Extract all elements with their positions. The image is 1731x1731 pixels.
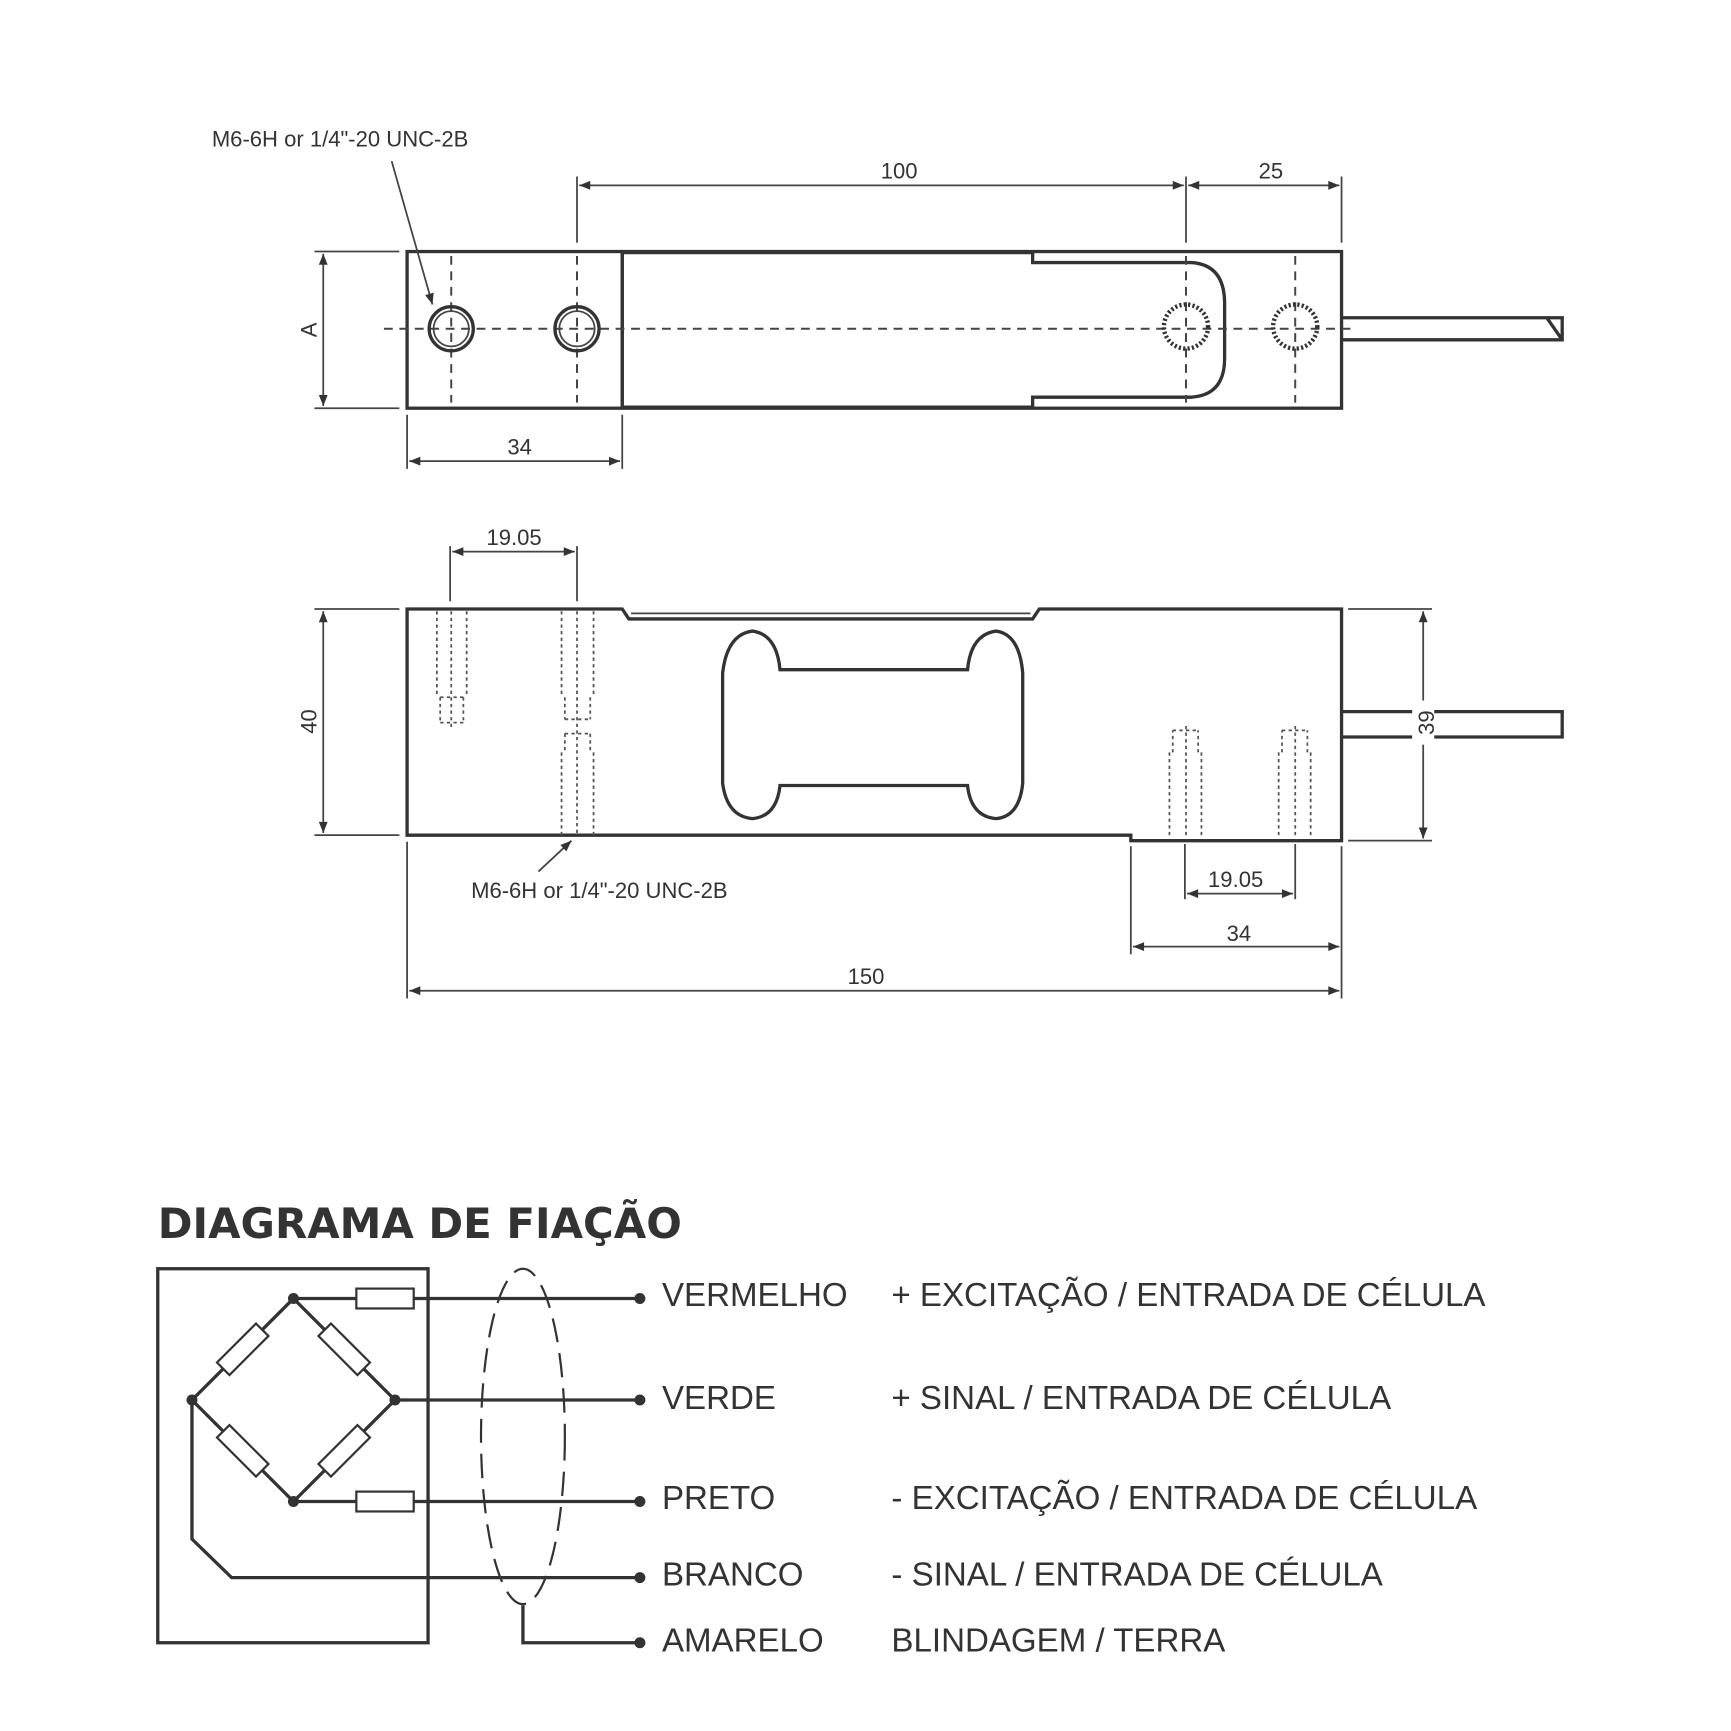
front-body-outline <box>405 607 1344 843</box>
wire-row-white: BRANCO - SINAL / ENTRADA DE CÉLULA <box>662 1556 1383 1593</box>
wire-row-black: PRETO - EXCITAÇÃO / ENTRADA DE CÉLULA <box>662 1479 1477 1517</box>
dim-25: 25 <box>1259 159 1284 184</box>
cable-top <box>1341 316 1564 342</box>
wire-function: - EXCITAÇÃO / ENTRADA DE CÉLULA <box>891 1479 1477 1517</box>
resistor-icon <box>355 1490 415 1513</box>
wire-row-green: VERDE + SINAL / ENTRADA DE CÉLULA <box>662 1380 1391 1417</box>
wire-color: AMARELO <box>662 1623 824 1660</box>
wire-row-red: VERMELHO + EXCITAÇÃO / ENTRADA DE CÉLULA <box>662 1276 1486 1314</box>
wire-color: BRANCO <box>662 1556 804 1593</box>
wire-function: BLINDAGEM / TERRA <box>891 1623 1225 1660</box>
threaded-holes-front <box>436 611 1312 836</box>
front-view: 19.05 40 39 19.05 34 150 M6-6H or 1/4"-2… <box>297 525 1564 999</box>
dim-A: A <box>297 322 322 337</box>
dim-39: 39 <box>1414 710 1439 735</box>
wire-function: + SINAL / ENTRADA DE CÉLULA <box>891 1380 1391 1417</box>
dim-19-05-top: 19.05 <box>487 525 542 550</box>
wiring-title: DIAGRAMA DE FIAÇÃO <box>158 1198 682 1248</box>
resistor-icon <box>215 1321 271 1377</box>
wire-function: - SINAL / ENTRADA DE CÉLULA <box>891 1556 1382 1593</box>
load-cell-box <box>156 1267 430 1645</box>
threaded-hole-2 <box>1270 302 1320 351</box>
dim-100: 100 <box>881 159 918 184</box>
dim-40: 40 <box>297 709 322 734</box>
dim-19-05-bottom: 19.05 <box>1208 867 1263 892</box>
dim-34-bottom: 34 <box>1227 921 1252 946</box>
wire-function: + EXCITAÇÃO / ENTRADA DE CÉLULA <box>891 1276 1485 1314</box>
top-body-outline <box>405 249 1344 410</box>
wire-color: PRETO <box>662 1480 775 1517</box>
mount-hole-2 <box>553 305 601 353</box>
wheatstone-bridge <box>186 1293 401 1508</box>
mount-hole-1 <box>427 305 475 353</box>
flexure-cutout <box>720 629 1025 821</box>
gauge-area <box>620 250 1227 409</box>
cable-front <box>1341 709 1564 739</box>
wiring-diagram: DIAGRAMA DE FIAÇÃO <box>156 1198 1486 1660</box>
resistor-icon <box>215 1423 271 1479</box>
resistor-icon <box>316 1321 372 1377</box>
top-view: 100 25 A 34 M6-6H or 1/4"-20 UNC-2B <box>212 127 1564 469</box>
wire-color: VERMELHO <box>662 1277 848 1314</box>
thread-note-front: M6-6H or 1/4"-20 UNC-2B <box>471 878 728 903</box>
thread-note-top: M6-6H or 1/4"-20 UNC-2B <box>212 127 469 152</box>
threaded-hole-1 <box>1161 302 1211 351</box>
resistor-icon <box>316 1423 372 1479</box>
dim-34-top: 34 <box>507 435 532 460</box>
dim-150: 150 <box>848 964 885 989</box>
wire-row-yellow: AMARELO BLINDAGEM / TERRA <box>662 1623 1225 1660</box>
resistor-icon <box>355 1287 415 1310</box>
wire-color: VERDE <box>662 1380 776 1417</box>
cable-shield <box>479 1267 566 1606</box>
